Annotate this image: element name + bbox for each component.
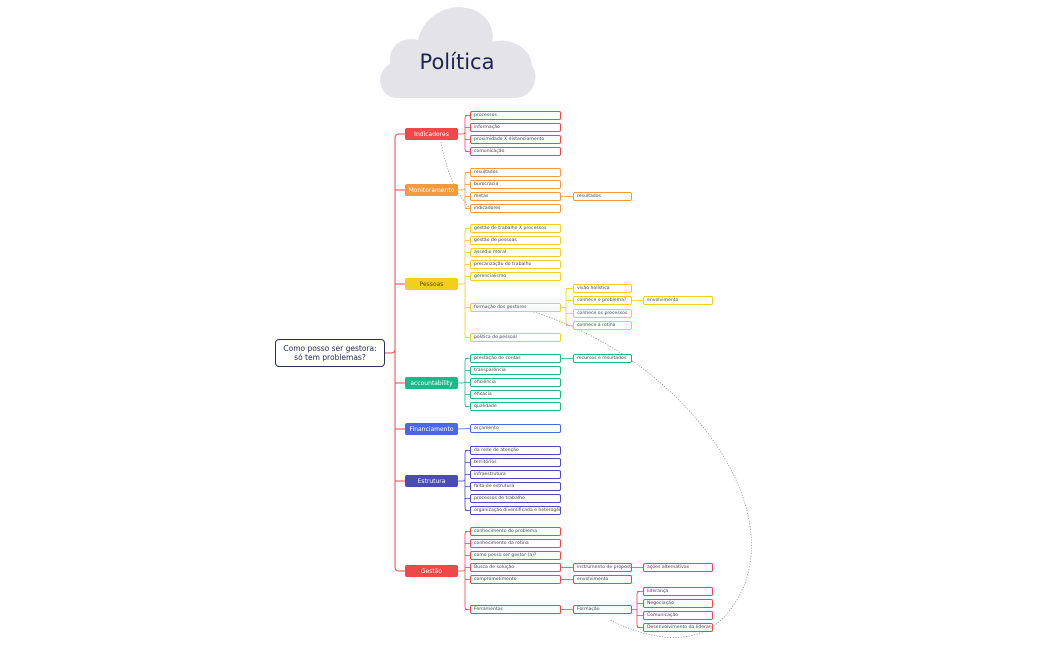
leaf-node[interactable]: Formação	[573, 605, 632, 614]
leaf-node[interactable]: Ferramentas	[470, 605, 561, 614]
leaf-node[interactable]: eficacia	[470, 390, 561, 399]
leaf-node[interactable]: indicadores	[470, 204, 561, 213]
leaf-node[interactable]: envolvimento	[573, 575, 632, 584]
leaf-node[interactable]: gerencialismo	[470, 272, 561, 281]
leaf-node[interactable]: comprometimento	[470, 575, 561, 584]
leaf-node[interactable]: liderança	[643, 587, 713, 596]
leaf-node[interactable]: conhecimento da rotina	[470, 539, 561, 548]
central-topic[interactable]: Como posso ser gestora: só tem problemas…	[275, 339, 385, 367]
leaf-node[interactable]: comunicação	[470, 147, 561, 156]
leaf-node[interactable]: infraestrutura	[470, 470, 561, 479]
leaf-node[interactable]: Desenvolvimento da liderança	[643, 623, 713, 632]
category-pessoas[interactable]: Pessoas	[405, 278, 458, 290]
leaf-node[interactable]: Comunicação	[643, 611, 713, 620]
bracket-join	[461, 187, 466, 191]
trunk-join	[390, 348, 396, 354]
leaf-node[interactable]: politica de pessoal	[470, 333, 561, 342]
leaf-node[interactable]: visão holística	[573, 284, 632, 293]
leaf-node[interactable]: Negociação	[643, 599, 713, 608]
bracket-join	[461, 380, 466, 384]
leaf-node[interactable]: envolvimento	[643, 296, 713, 305]
leaf-node[interactable]: resultados	[573, 192, 632, 201]
leaf-node[interactable]: formação dos gestores	[470, 303, 561, 312]
bracket-join	[461, 131, 466, 135]
category-estrutura[interactable]: Estrutura	[405, 475, 458, 487]
leaf-node[interactable]: informação	[470, 123, 561, 132]
leaf-node[interactable]: transparência	[470, 366, 561, 375]
leaf-node[interactable]: falta de estrutura	[470, 482, 561, 491]
leaf-node[interactable]: processos	[470, 111, 561, 120]
leaf-node[interactable]: eficiência	[470, 378, 561, 387]
category-accountability[interactable]: accountability	[405, 377, 458, 389]
trunk-line	[394, 138, 405, 572]
leaf-node[interactable]: instrumento de proposta	[573, 563, 632, 572]
category-monitoramento[interactable]: Monitoramento	[405, 184, 458, 196]
leaf-node[interactable]: proximidade X distanciamento	[470, 135, 561, 144]
leaf-node[interactable]: conhece o problema?	[573, 296, 632, 305]
leaf-node[interactable]: metas	[470, 192, 561, 201]
bracket-join	[461, 281, 466, 285]
category-gestao[interactable]: Gestão	[405, 565, 458, 577]
map-title: Política	[419, 50, 495, 74]
relationship-curve	[530, 310, 752, 638]
leaf-node[interactable]: da rede de atenção	[470, 446, 561, 455]
leaf-node[interactable]: orçamento	[470, 424, 561, 433]
category-financiamento[interactable]: Financiamento	[405, 423, 458, 435]
leaf-node[interactable]: prestação de contas	[470, 354, 561, 363]
leaf-node[interactable]: burocracia	[470, 180, 561, 189]
leaf-node[interactable]: como posso ser gestor (a)?	[470, 551, 561, 560]
bracket-join	[461, 568, 466, 572]
category-indicadores[interactable]: Indicadores	[405, 128, 458, 140]
leaf-node[interactable]: resultados	[470, 168, 561, 177]
leaf-node[interactable]: ações alternativas	[643, 563, 713, 572]
leaf-node[interactable]: conhecimento do problema	[470, 527, 561, 536]
leaf-node[interactable]: precarização do trabalho	[470, 260, 561, 269]
leaf-node[interactable]: qualidade	[470, 402, 561, 411]
leaf-node[interactable]: assedio moral	[470, 248, 561, 257]
trunk-branch	[394, 133, 405, 139]
leaf-node[interactable]: territórios	[470, 458, 561, 467]
leaf-node[interactable]: processos de trabalho	[470, 494, 561, 503]
leaf-node[interactable]: recursos e resultados	[573, 354, 632, 363]
bracket-join	[461, 478, 466, 482]
leaf-node[interactable]: gestão de pessoas	[470, 236, 561, 245]
leaf-node[interactable]: conhece os processos	[573, 309, 632, 318]
leaf-node[interactable]: gestão de trabalho X processos	[470, 224, 561, 233]
bracket-stem	[457, 428, 471, 430]
leaf-node[interactable]: Busca de solução	[470, 563, 561, 572]
leaf-node[interactable]: conhece a rotina	[573, 321, 632, 330]
leaf-node[interactable]: organização diversificada e heterogênea	[470, 506, 561, 515]
